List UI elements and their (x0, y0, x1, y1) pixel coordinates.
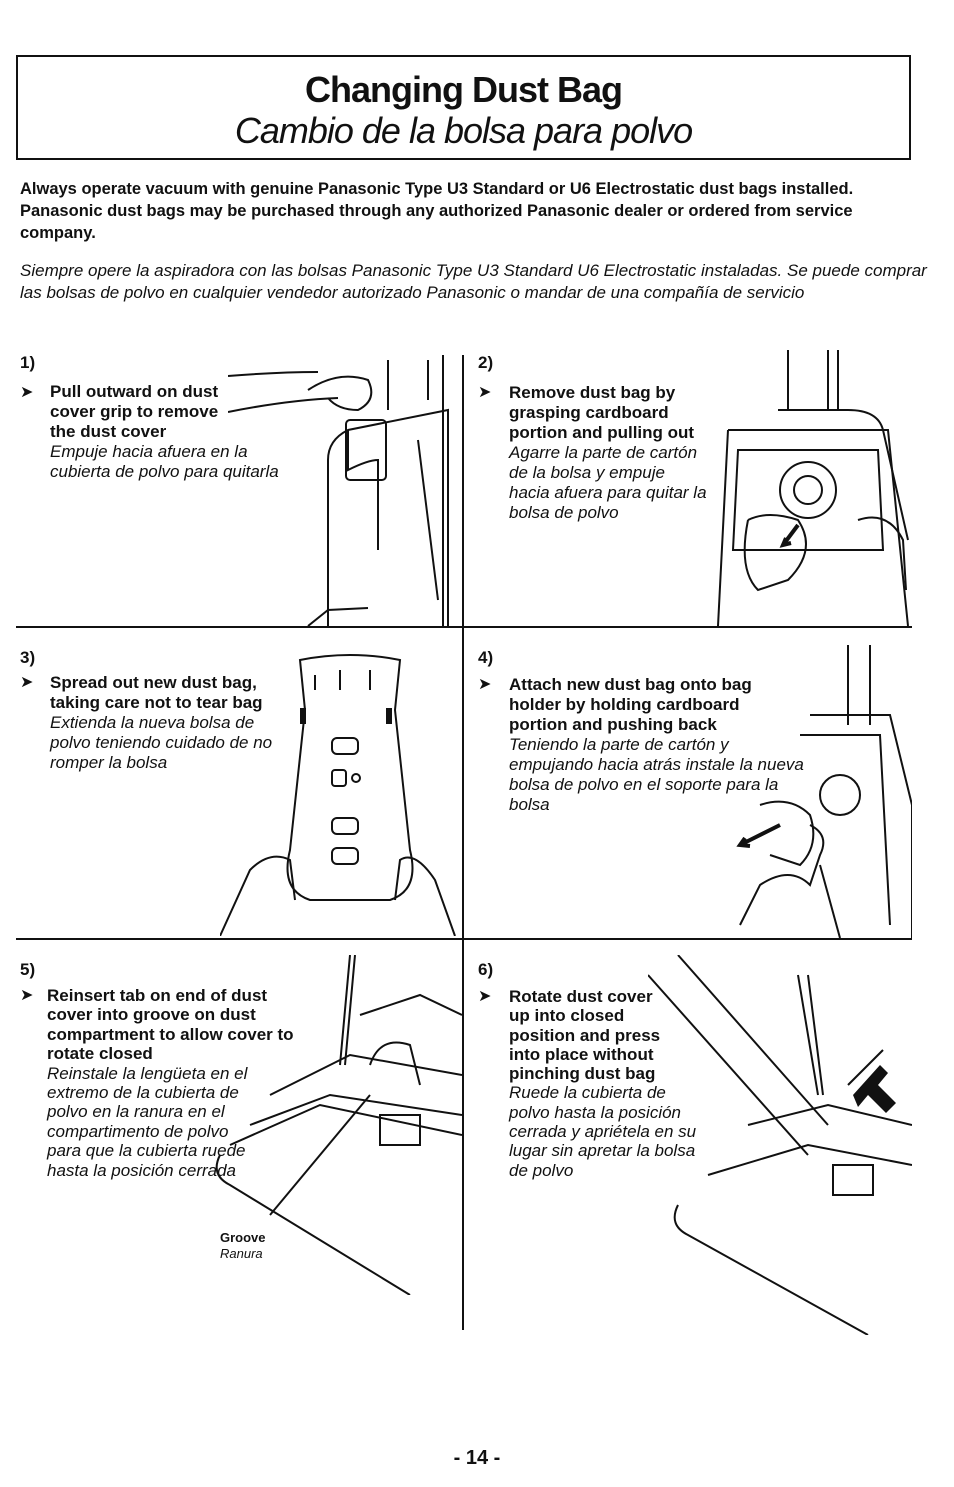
step-3-number: 3) (20, 648, 36, 667)
attach-dust-bag-icon (736, 645, 912, 938)
step-1-number: 1) (20, 353, 36, 372)
step-3-arrow-icon: ➤ (20, 674, 34, 691)
step-3-illustration (220, 650, 460, 936)
dust-bag-removal-icon (717, 350, 909, 626)
step-6-text: Rotate dust cover up into closed positio… (509, 987, 709, 1180)
page-title: Changing Dust Bag (305, 69, 623, 110)
step-4-text: Attach new dust bag onto bag holder by h… (509, 675, 809, 815)
step-1-text: Pull outward on dust cover grip to remov… (50, 382, 279, 482)
intro-english: Always operate vacuum with genuine Panas… (20, 180, 854, 242)
intro-spanish: Siempre opere la aspiradora con las bols… (20, 261, 927, 302)
step-2-english: Remove dust bag by grasping cardboard po… (509, 383, 695, 442)
step-5-number: 5) (20, 960, 36, 979)
step-5-illustration (210, 955, 462, 1295)
vertical-divider (462, 355, 464, 1330)
groove-label-spanish: Ranura (220, 1246, 263, 1261)
horizontal-divider-1 (16, 626, 912, 628)
groove-label: Groove (220, 1230, 266, 1245)
step-2-spanish: Agarre la parte de cartón de la bolsa y … (509, 443, 707, 522)
step-5-arrow-icon: ➤ (20, 987, 34, 1004)
step-4-number: 4) (478, 648, 494, 667)
step-3-spanish: Extienda la nueva bolsa de polvo teniend… (50, 713, 273, 772)
step-6-spanish: Ruede la cubierta de polvo hasta la posi… (509, 1083, 697, 1180)
step-2-illustration (708, 350, 912, 626)
step-4-illustration (700, 645, 912, 938)
rotate-cover-closed-icon (648, 955, 912, 1335)
step-6-english: Rotate dust cover up into closed positio… (509, 987, 661, 1084)
step-5-english: Reinsert tab on end of dust cover into g… (47, 986, 294, 1064)
step-6-arrow-icon: ➤ (478, 988, 492, 1005)
step-4-arrow-icon: ➤ (478, 676, 492, 693)
step-1-english: Pull outward on dust cover grip to remov… (50, 382, 219, 441)
step-2-arrow-icon: ➤ (478, 384, 492, 401)
reinsert-cover-tab-icon (215, 955, 462, 1295)
horizontal-divider-2 (16, 938, 912, 940)
groove-callout: Groove Ranura (220, 1230, 266, 1262)
step-1-arrow-icon: ➤ (20, 384, 34, 401)
step-3-english: Spread out new dust bag, taking care not… (50, 673, 263, 712)
step-5-spanish: Reinstale la lengüeta en el extremo de l… (47, 1063, 248, 1180)
step-3-text: Spread out new dust bag, taking care not… (50, 673, 280, 773)
step-1-illustration (228, 350, 462, 626)
step-1-spanish: Empuje hacia afuera en la cubierta de po… (50, 442, 279, 481)
step-5-text: Reinsert tab on end of dust cover into g… (47, 986, 317, 1180)
step-4-spanish: Teniendo la parte de cartón y empujando … (509, 735, 804, 814)
page-title-spanish: Cambio de la bolsa para polvo (234, 110, 693, 151)
step-4-english: Attach new dust bag onto bag holder by h… (509, 675, 752, 734)
step-6-number: 6) (478, 960, 494, 979)
step-6-illustration (648, 955, 912, 1335)
page-number: - 14 - (453, 1447, 501, 1469)
step-2-number: 2) (478, 353, 494, 372)
title-box: Changing Dust Bag Cambio de la bolsa par… (16, 55, 911, 160)
step-2-text: Remove dust bag by grasping cardboard po… (509, 383, 709, 523)
vacuum-dust-cover-icon (228, 355, 449, 626)
dust-bag-icon (220, 654, 456, 936)
